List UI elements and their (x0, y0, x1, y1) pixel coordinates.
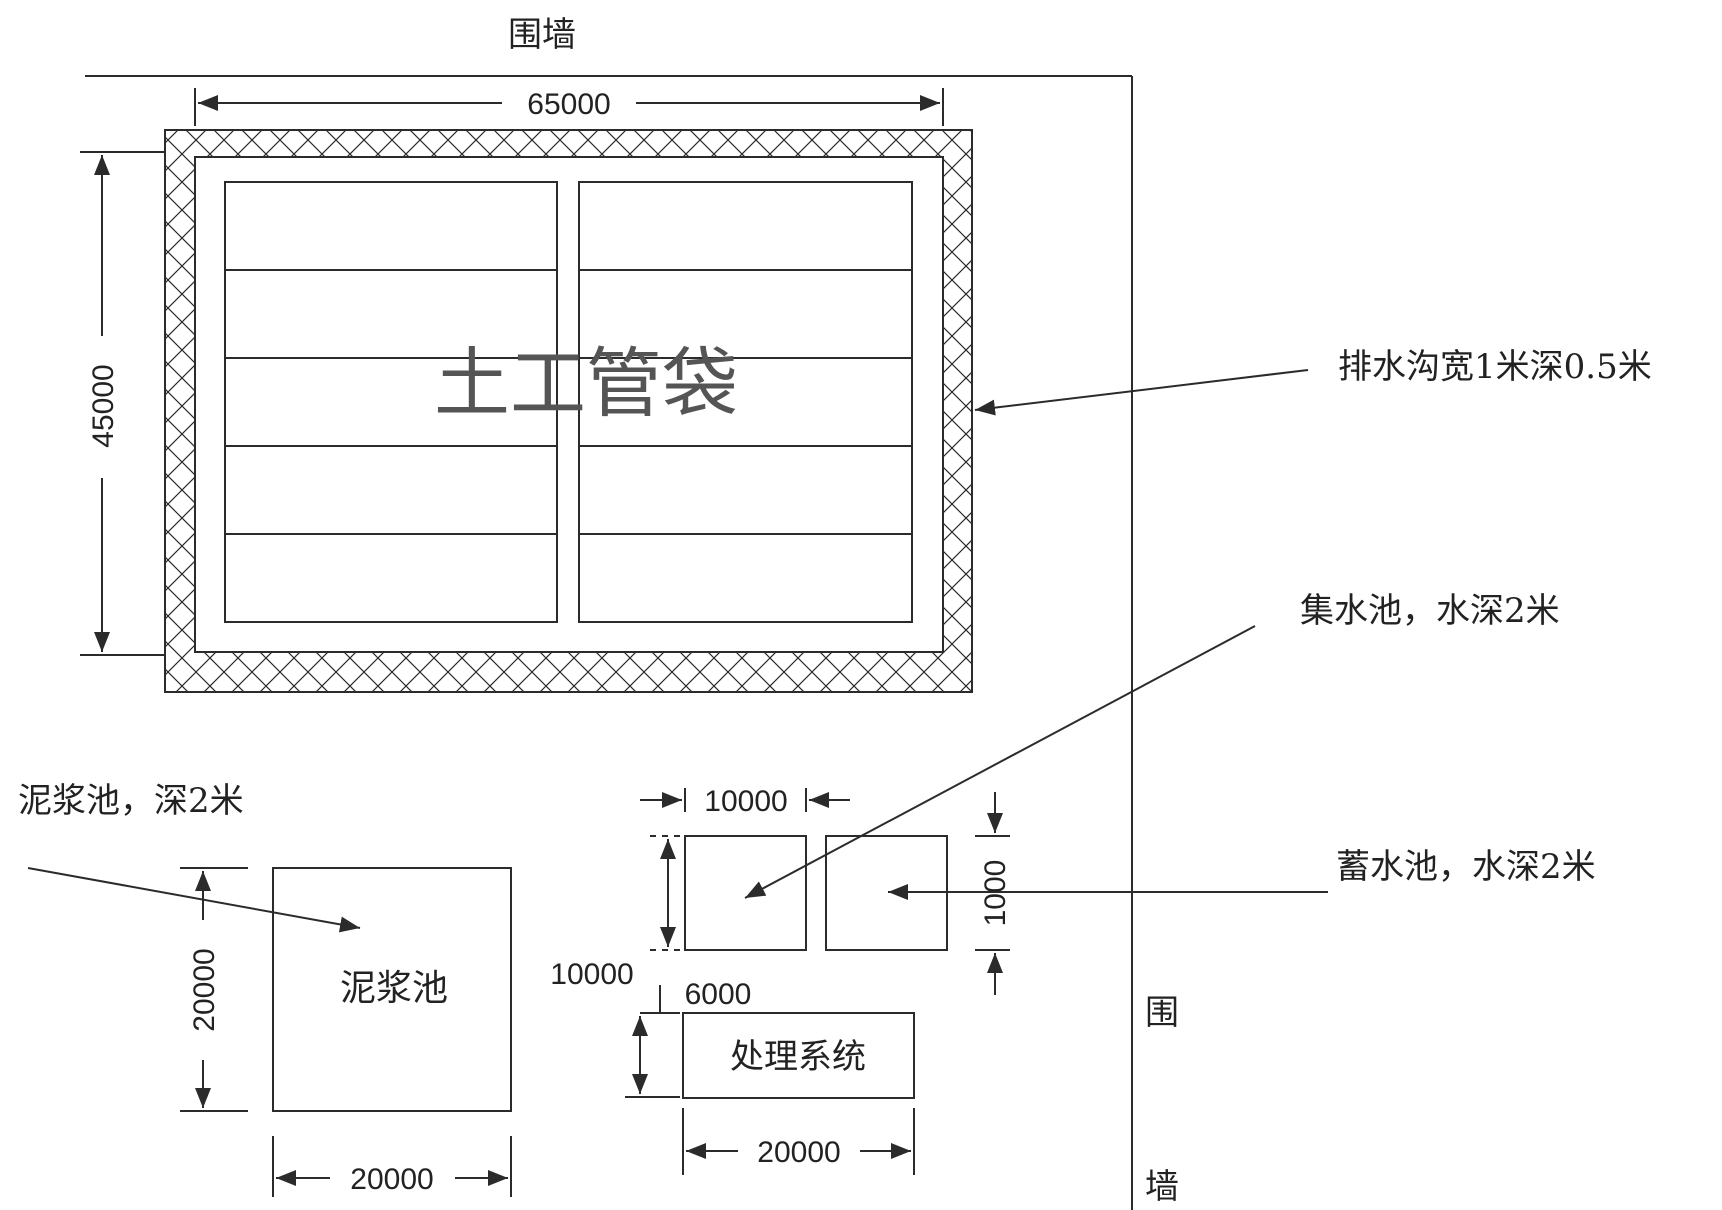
treatment-height-dimension (625, 985, 680, 1098)
mud-pool-label: 泥浆池 (340, 968, 448, 1009)
mud-note: 泥浆池，深2米 (18, 781, 244, 821)
enclosure-wall (85, 75, 1133, 1210)
mud-leader (27, 867, 361, 933)
site-width-dimension (194, 88, 944, 126)
treatment-height-label: 6000 (685, 978, 752, 1011)
side-wall-label-1: 围 (1145, 993, 1179, 1033)
site-height-dimension (80, 151, 165, 656)
storage-pool (825, 835, 948, 951)
geotube-label: 土工管袋 (434, 339, 738, 428)
mud-width-dimension (272, 1136, 512, 1197)
collect-leader (744, 625, 1256, 899)
storage-height-label: 1000 (979, 860, 1012, 927)
mud-width-label: 20000 (350, 1163, 433, 1196)
geotube-area (224, 181, 913, 623)
drainage-ditch (164, 129, 973, 693)
site-width-label: 65000 (527, 88, 610, 121)
treatment-label: 处理系统 (730, 1037, 866, 1077)
drain-note: 排水沟宽1米深0.5米 (1338, 347, 1652, 387)
treatment-width-dimension (682, 1108, 915, 1175)
pool-width-dimension (640, 788, 850, 812)
site-height-label: 45000 (87, 364, 120, 447)
mud-height-dimension (180, 867, 248, 1112)
pool-height-dimension (650, 835, 680, 951)
treatment-system (682, 1012, 915, 1099)
treatment-width-label: 20000 (757, 1136, 840, 1169)
collect-note: 集水池，水深2米 (1300, 591, 1560, 631)
pool-width-label: 10000 (704, 785, 787, 818)
pool-height-label: 10000 (550, 958, 633, 991)
mud-height-label: 20000 (188, 948, 221, 1031)
collecting-pool (684, 835, 807, 951)
drain-leader (974, 369, 1309, 416)
side-wall-label-2: 墙 (1145, 1167, 1179, 1207)
storage-height-dimension (975, 792, 1010, 995)
mud-pool (272, 867, 512, 1112)
top-wall-label: 围墙 (508, 15, 576, 55)
storage-note: 蓄水池，水深2米 (1336, 847, 1596, 887)
